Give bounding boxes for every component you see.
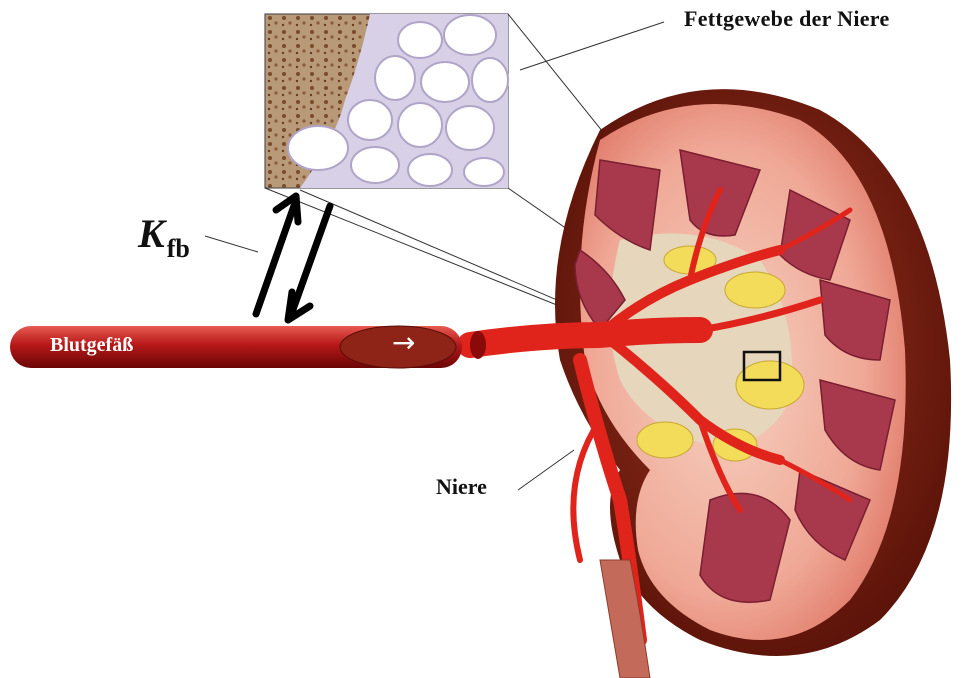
artery-opening [470,331,486,359]
constant-symbol: K [138,211,165,256]
constant-subscript: fb [167,234,190,263]
kidney-label: Niere [436,474,487,500]
kidney-illustration [470,89,951,678]
fat-tissue-label: Fettgewebe der Niere [684,6,890,32]
blood-vessel-label: Blutgefäß [50,334,133,357]
bidirectional-arrows-icon [256,196,330,320]
partition-constant-label: Kfb [138,210,190,257]
histology-inset [265,14,508,188]
right-arrow-icon: → [392,326,415,359]
